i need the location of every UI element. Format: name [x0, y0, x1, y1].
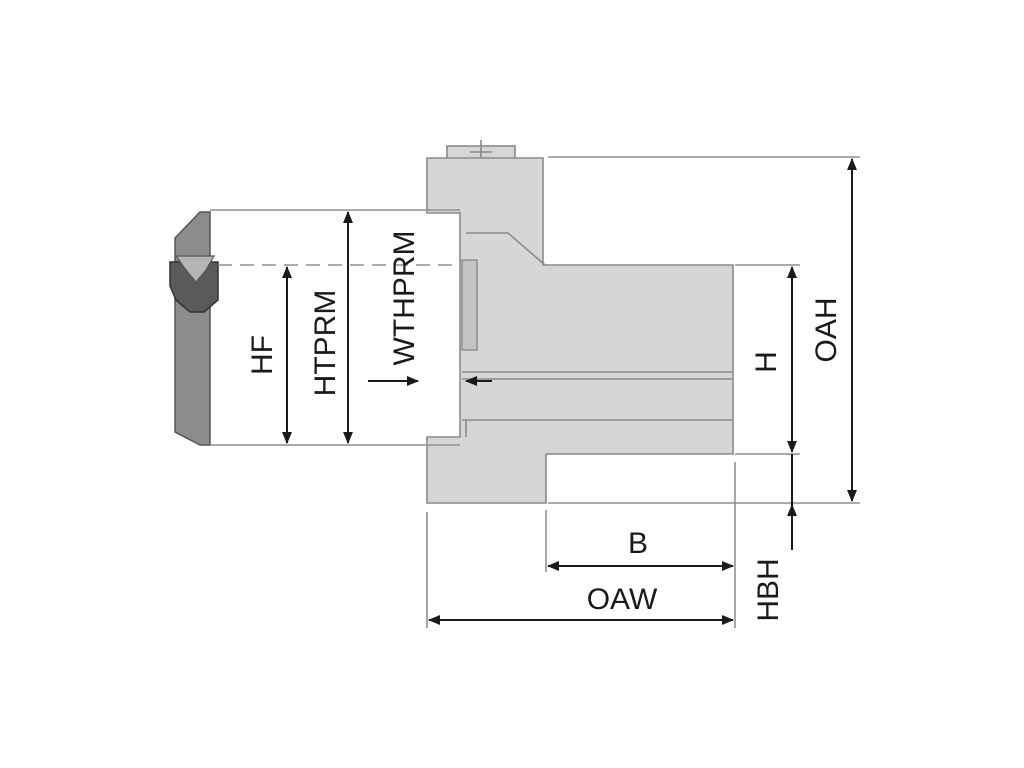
dimension-labels: HF HTPRM WTHPRM H OAH B OAW HBH [246, 231, 843, 622]
label-wthprm: WTHPRM [388, 231, 421, 366]
insert-pocket [461, 259, 478, 351]
label-h: H [750, 351, 783, 373]
label-oaw: OAW [587, 583, 658, 616]
tool-holder-body [426, 140, 734, 504]
dimension-lines [282, 158, 857, 625]
label-b: B [628, 527, 648, 560]
insert-shank [174, 211, 211, 446]
label-hbh: HBH [752, 558, 785, 621]
tool-insert [169, 211, 219, 446]
extension-lines [210, 156, 860, 628]
label-oah: OAH [810, 297, 843, 362]
label-htprm: HTPRM [309, 290, 342, 397]
insert-v-seat [169, 261, 219, 313]
label-hf: HF [246, 335, 279, 375]
holder-outline [426, 157, 734, 504]
